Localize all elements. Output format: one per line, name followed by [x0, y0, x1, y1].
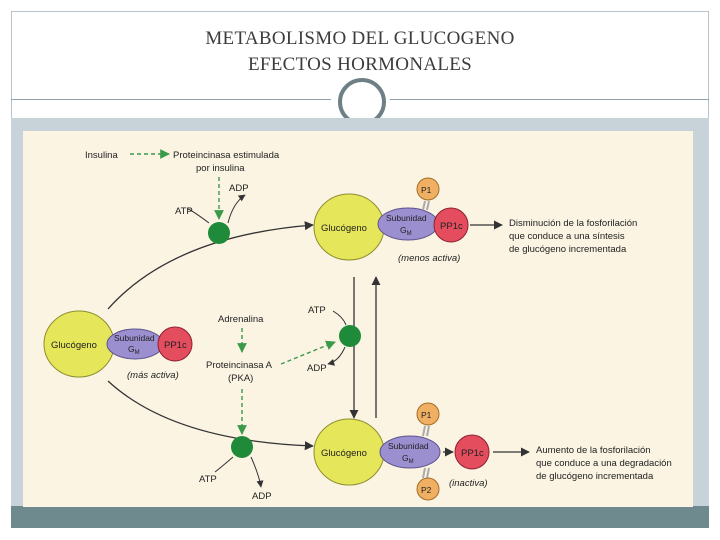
pp1c-left-label: PP1c [164, 340, 187, 351]
glycogen-regulation-figure: Insulina Proteincinasa estimulada por in… [23, 131, 693, 507]
adp-bottom-label: ADP [252, 491, 272, 502]
title-divider-left [11, 99, 331, 100]
insulin-kinase-node [208, 222, 230, 244]
pka-label-1: Proteincinasa A [206, 360, 273, 371]
pka-to-middle-arrow [280, 340, 336, 365]
atp-bottom-label: ATP [199, 474, 217, 485]
inactiva-label: (inactiva) [449, 478, 488, 489]
menos-activa-label: (menos activa) [398, 253, 460, 264]
p1-top-label: P1 [421, 185, 432, 195]
insulina-label: Insulina [85, 150, 118, 161]
adrenalina-label: Adrenalina [218, 314, 264, 325]
title-line-1: METABOLISMO DEL GLUCOGENO [205, 28, 515, 49]
subunit-top-label: Subunidad [386, 213, 427, 223]
pp1c-bottom [454, 434, 490, 470]
subunit-gm-bottom [379, 435, 441, 469]
gm-left-label: GM [128, 344, 140, 356]
result-top-line-1: Disminución de la fosforilación [509, 218, 637, 229]
subunit-bottom-label: Subunidad [388, 441, 429, 451]
slide-title: METABOLISMO DEL GLUCOGENO EFECTOS HORMON… [11, 12, 709, 100]
adp-top-label: ADP [229, 183, 249, 194]
lower-transition-arrow [107, 380, 314, 451]
result-bottom-line-3: de glucógeno incrementada [536, 471, 654, 482]
atp-top-label: ATP [175, 206, 193, 217]
result-bottom-line-1: Aumento de la fosforilación [536, 445, 651, 456]
p1-bottom-label: P1 [421, 410, 432, 420]
pp1c-left [157, 326, 193, 362]
bottom-accent-bar [11, 506, 709, 528]
glycogen-left-label: Glucógeno [51, 340, 97, 351]
pka-label-2: (PKA) [228, 373, 253, 384]
pka-kinase-node [231, 436, 253, 458]
atp-middle-label: ATP [308, 305, 326, 316]
phosphate-p2-bottom [416, 477, 440, 501]
pk-insulina-label-2: por insulina [196, 163, 245, 174]
pp1c-bottom-label: PP1c [461, 448, 484, 459]
p2-bottom-label: P2 [421, 485, 432, 495]
title-line-2: EFECTOS HORMONALES [247, 54, 473, 75]
pka-middle-node [339, 325, 361, 347]
gm-bottom-label: GM [402, 453, 414, 465]
mas-activa-label: (más activa) [127, 370, 179, 381]
diagram-svg: Insulina Proteincinasa estimulada por in… [43, 149, 672, 502]
glycogen-top-label: Glucógeno [321, 223, 367, 234]
subunit-left-label: Subunidad [114, 333, 155, 343]
pp1c-top-label: PP1c [440, 221, 463, 232]
glycogen-bottom-label: Glucógeno [321, 448, 367, 459]
pk-insulina-label-1: Proteincinasa estimulada [173, 150, 280, 161]
result-top-line-2: que conduce a una síntesis [509, 231, 625, 242]
adp-middle-label: ADP [307, 363, 327, 374]
gm-top-label: GM [400, 225, 412, 237]
upper-transition-arrow [107, 221, 314, 310]
result-bottom-line-2: que conduce a una degradación [536, 458, 672, 469]
pp1c-top [433, 207, 469, 243]
phosphate-p1-top [416, 177, 440, 201]
title-divider-right [388, 99, 709, 100]
phosphate-p1-bottom [416, 402, 440, 426]
result-top-line-3: de glucógeno incrementada [509, 244, 627, 255]
